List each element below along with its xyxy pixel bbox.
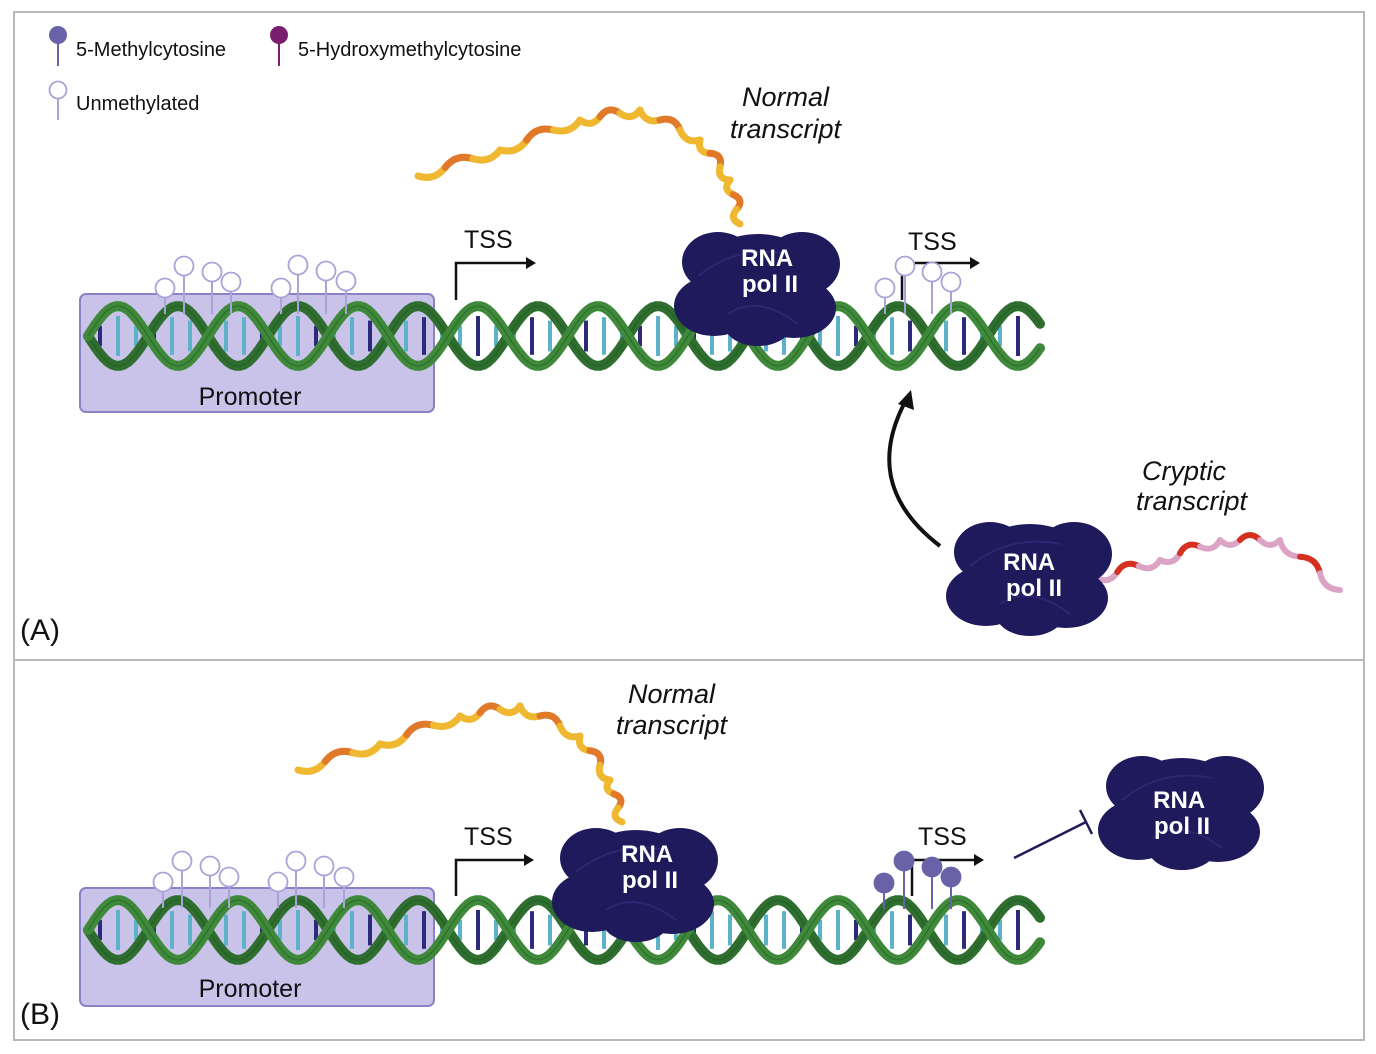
unmethylated-cpg-icon [333, 866, 355, 888]
rna-ribbon-segment [294, 757, 329, 775]
panel-b: Promoter TSS TSS Normal transcript RNA p… [20, 679, 1265, 1031]
rna-pol-ii: RNA pol II [945, 521, 1113, 637]
panel-b-frame [13, 659, 1365, 1041]
hydroxymethylcytosine-legend-icon [270, 26, 288, 44]
tss-label: TSS [464, 823, 513, 851]
rna-ribbon-segment [523, 125, 557, 144]
methylated-cpg-icon [893, 850, 915, 872]
cryptic-transcript-rna [1093, 532, 1343, 593]
cryptic-transcript-label: Cryptic transcript [1136, 456, 1249, 516]
dna-strand-outline [87, 305, 1041, 367]
promoter-label: Promoter [199, 383, 302, 411]
rna-ribbon-segment [1297, 553, 1323, 577]
unmethylated-cpg-icon [894, 255, 916, 277]
unmethylated-cpg-icon [201, 261, 223, 283]
rna-pol-ii-blocked: RNA pol II [1097, 755, 1265, 871]
unmethylated-cpg-icon [218, 866, 240, 888]
panel-a-label: (A) [20, 614, 60, 647]
rna-ribbon-segment [1317, 570, 1343, 593]
rna-ribbon-segment [611, 804, 626, 826]
cryptic-unmethylated-sites [874, 255, 962, 314]
unmethylated-cpg-icon [285, 850, 307, 872]
normal-transcript-rna [294, 702, 626, 826]
legend-methylcytosine: 5-Methylcytosine [76, 39, 226, 61]
unmethylated-cpg-icon [313, 855, 335, 877]
unmethylated-legend-icon [48, 80, 68, 100]
rna-pol-ii: RNA pol II [551, 827, 719, 943]
panel-a: Promoter TSS TSS Normal transcript RNA p… [20, 82, 1343, 647]
rna-ribbon-segment [1217, 537, 1243, 548]
rna-pol-ii-label: RNA pol II [621, 841, 679, 894]
promoter-unmethylated-sites [152, 850, 355, 908]
dna-strand-outline [87, 305, 1041, 367]
tss-label: TSS [464, 226, 513, 254]
recruitment-arrow [887, 401, 942, 548]
rna-ribbon-segment [376, 731, 411, 749]
methylated-cpg-icon [921, 856, 943, 878]
legend-unmethylated: Unmethylated [76, 93, 199, 115]
unmethylated-cpg-icon [335, 270, 357, 292]
unmethylated-cpg-icon [173, 255, 195, 277]
rna-ribbon-segment [1114, 560, 1142, 575]
rna-pol-ii: RNA pol II [673, 231, 841, 347]
rna-ribbon-segment [321, 747, 357, 765]
rna-ribbon-segment [1237, 532, 1263, 543]
dna-strand-outline [87, 899, 1041, 961]
unmethylated-cpg-icon [315, 260, 337, 282]
dna-strand-outline [87, 899, 1041, 961]
rna-ribbon-segment [414, 163, 449, 181]
rna-ribbon-segment [469, 146, 504, 164]
rna-ribbon-segment [1157, 550, 1183, 565]
unmethylated-cpg-icon [171, 850, 193, 872]
unmethylated-cpg-icon [220, 271, 242, 293]
promoter-label: Promoter [199, 975, 302, 1003]
rna-pol-ii-label: RNA pol II [741, 245, 799, 298]
rna-ribbon-segment [1277, 537, 1303, 560]
unmethylated-cpg-icon [267, 871, 289, 893]
normal-transcript-label: Normal transcript [730, 82, 843, 144]
unmethylated-cpg-icon [154, 277, 176, 299]
methylcytosine-legend-icon [49, 26, 67, 44]
tss-arrow [454, 858, 526, 896]
unmethylated-cpg-icon [940, 271, 962, 293]
legend-hydroxymethylcytosine: 5-Hydroxymethylcytosine [298, 39, 521, 61]
rna-ribbon-segment [441, 153, 477, 171]
normal-transcript-rna [414, 106, 744, 228]
rna-ribbon-segment [349, 740, 384, 758]
tss-label: TSS [918, 823, 967, 851]
inhibition-arrow [1013, 820, 1087, 860]
rna-ribbon-segment [429, 712, 464, 731]
rna-pol-ii-label: RNA pol II [1153, 787, 1211, 840]
rna-ribbon-segment [1257, 537, 1283, 548]
tss-arrow [454, 261, 528, 300]
rna-ribbon-segment [1197, 537, 1223, 552]
tss-label: TSS [908, 228, 957, 256]
dna-helix [83, 301, 1045, 371]
rna-ribbon-segment [729, 205, 744, 228]
unmethylated-cpg-icon [199, 855, 221, 877]
methylated-cpg-icon [873, 872, 895, 894]
rna-ribbon-segment [549, 116, 584, 135]
unmethylated-cpg-icon [874, 277, 896, 299]
legend: 5-Methylcytosine 5-Hydroxymethylcytosine… [48, 26, 521, 120]
cryptic-methylated-sites [873, 850, 962, 909]
promoter-unmethylated-sites [154, 254, 357, 314]
rna-ribbon-segment [496, 136, 531, 155]
rna-ribbon-segment [1177, 541, 1203, 557]
rna-ribbon-segment [403, 720, 437, 739]
dna-helix [83, 895, 1045, 965]
unmethylated-cpg-icon [152, 871, 174, 893]
unmethylated-cpg-icon [287, 254, 309, 276]
methylated-cpg-icon [940, 866, 962, 888]
unmethylated-cpg-icon [270, 277, 292, 299]
unmethylated-cpg-icon [921, 261, 943, 283]
rna-ribbon-segment [1135, 557, 1163, 572]
normal-transcript-label: Normal transcript [616, 679, 729, 740]
rna-pol-ii-label: RNA pol II [1003, 549, 1062, 602]
panel-b-label: (B) [20, 998, 60, 1031]
